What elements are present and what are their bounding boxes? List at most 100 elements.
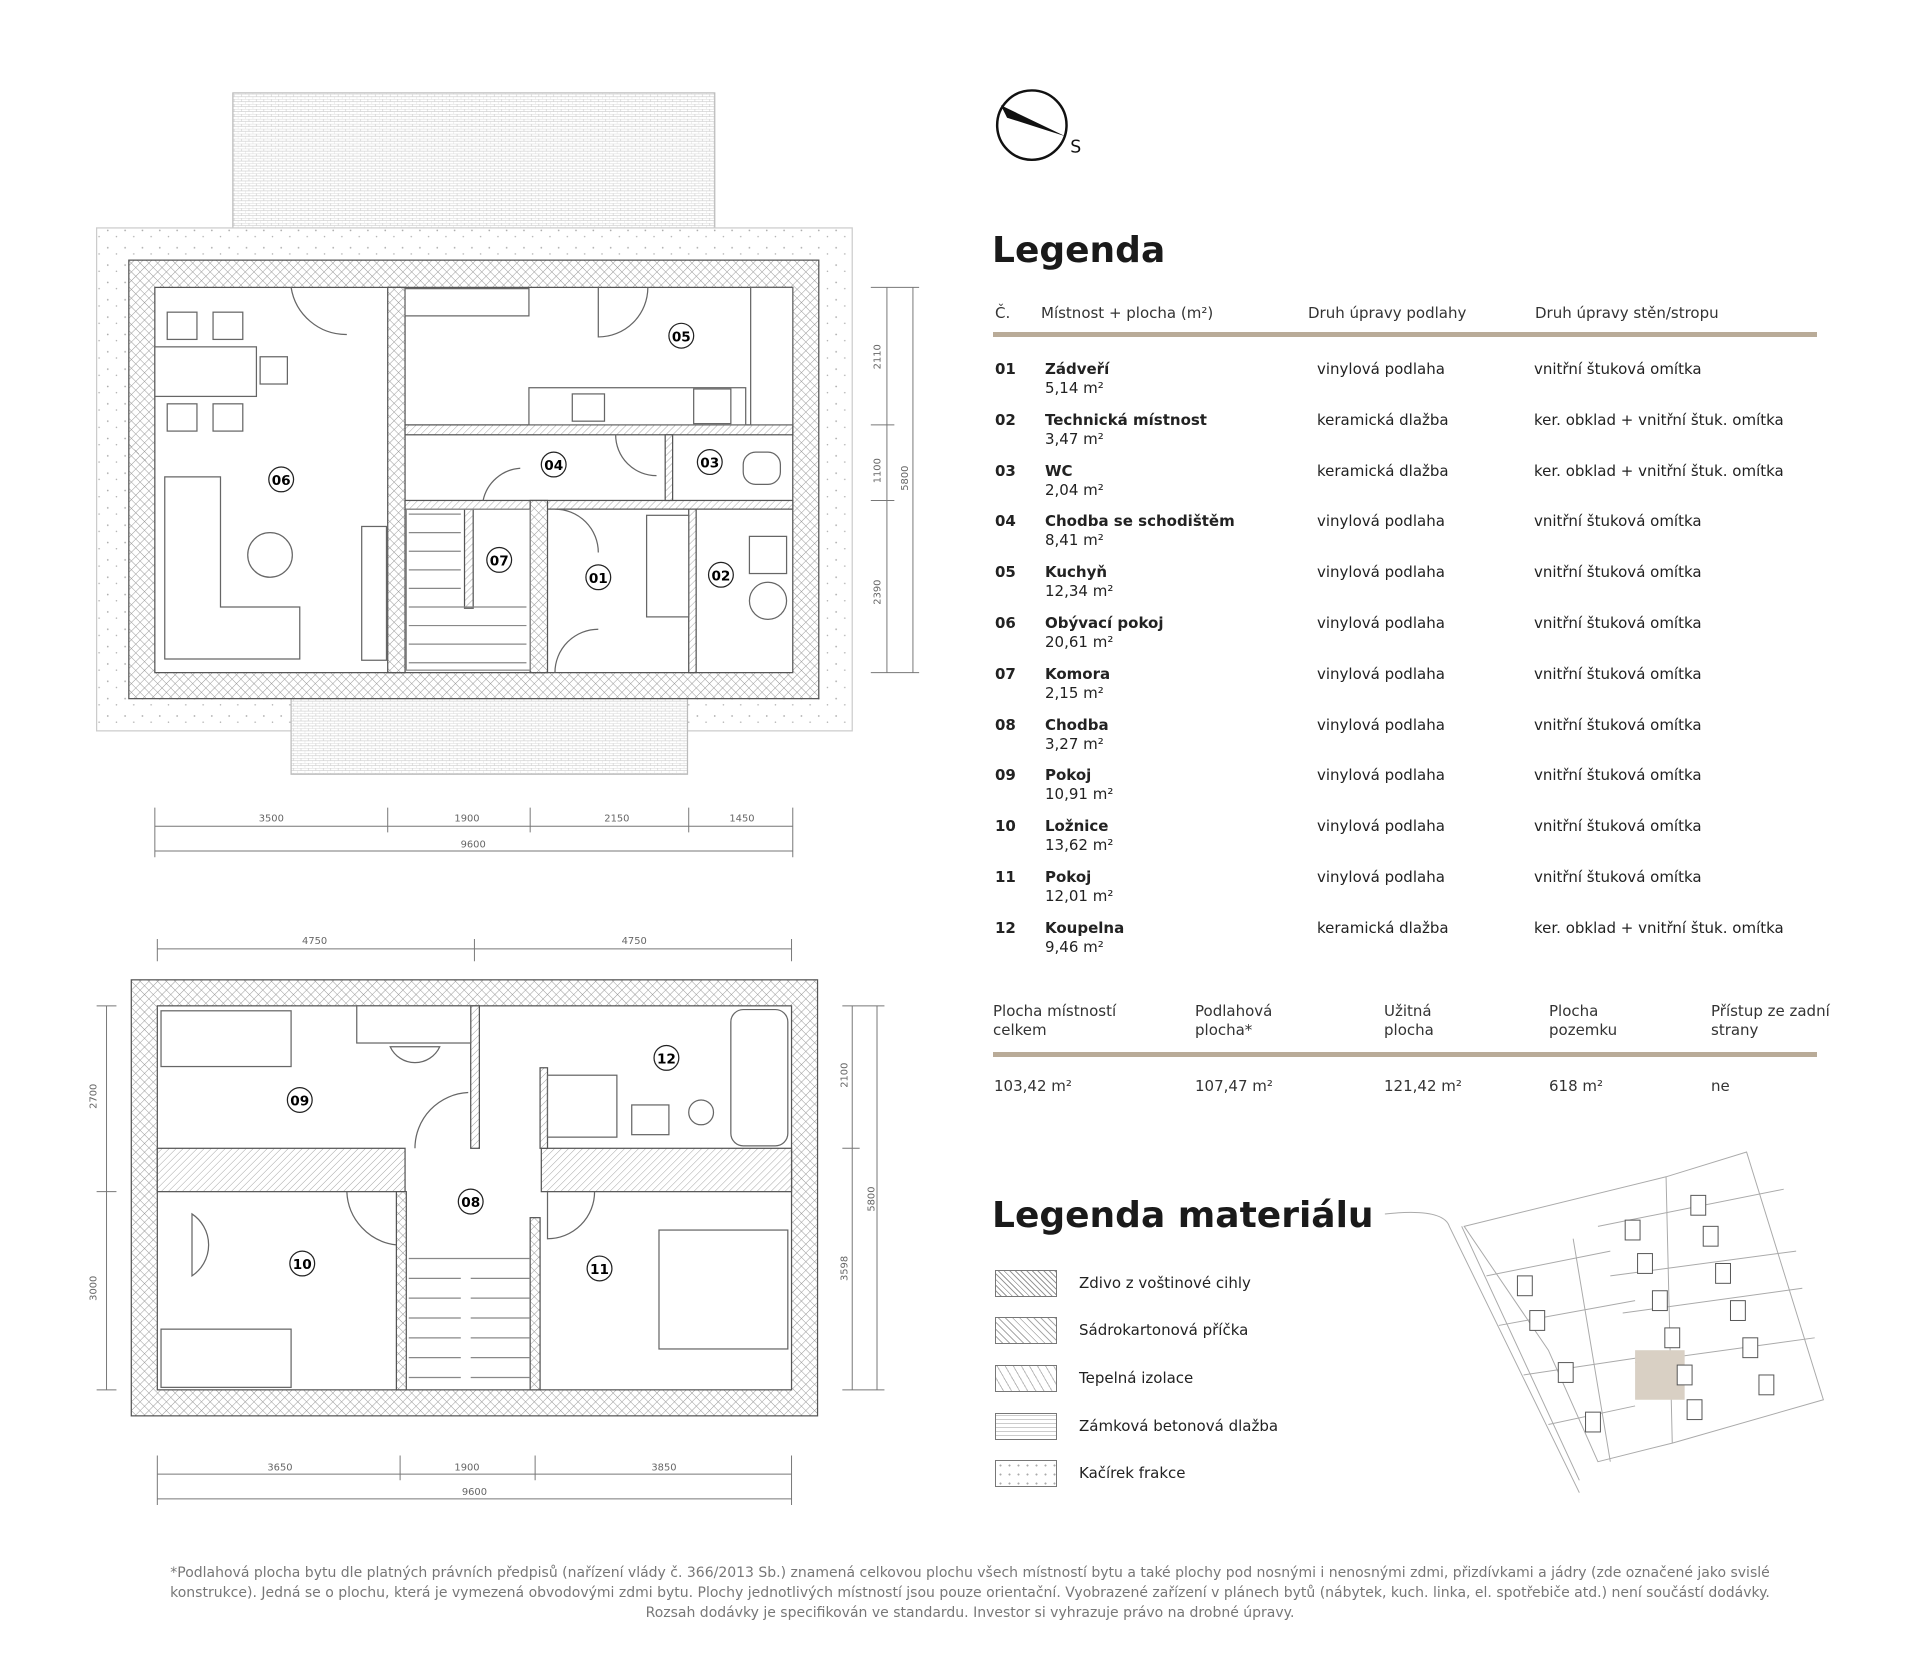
summary-header: Podlahová plocha* xyxy=(1195,1002,1273,1039)
wall-finish: vnitřní štuková omítka xyxy=(1534,360,1702,378)
room-tag: 11 xyxy=(586,1255,613,1282)
room-name: Pokoj xyxy=(1045,766,1092,785)
room-tag: 10 xyxy=(289,1250,316,1277)
footnote: *Podlahová plocha bytu dle platných práv… xyxy=(170,1565,1770,1621)
floor-finish: vinylová podlaha xyxy=(1317,766,1445,785)
highlighted-plot xyxy=(1635,1350,1685,1400)
wall-finish: ker. obklad + vnitřní štuk. omítka xyxy=(1534,410,1784,429)
floor-finish: keramická dlažba xyxy=(1317,410,1449,429)
room-area: 13,62 m² xyxy=(1045,836,1114,855)
floor-finish: vinylová podlaha xyxy=(1317,512,1445,531)
room-name: WC xyxy=(1045,461,1073,480)
wall-finish: ker. obklad + vnitřní štuk. omítka xyxy=(1534,461,1784,480)
room-number: 05 xyxy=(995,563,1016,582)
floor-finish: vinylová podlaha xyxy=(1317,614,1445,632)
floor-finish: vinylová podlaha xyxy=(1317,868,1445,886)
legend-header-floor: Druh úpravy podlahy xyxy=(1308,304,1467,322)
summary-header: Přístup ze zadní strany xyxy=(1711,1002,1830,1039)
room-area: 12,01 m² xyxy=(1045,887,1114,905)
site-location-map xyxy=(1384,1151,1825,1493)
svg-text:5800: 5800 xyxy=(900,466,911,491)
room-tag: 05 xyxy=(668,322,695,349)
floor-finish: vinylová podlaha xyxy=(1317,563,1445,582)
svg-text:2390: 2390 xyxy=(873,580,884,605)
room-area: 9,46 m² xyxy=(1045,937,1104,956)
room-name: Kuchyň xyxy=(1045,563,1108,582)
summary-divider xyxy=(993,1052,1817,1057)
room-area: 10,91 m² xyxy=(1045,785,1114,804)
floor-finish: keramická dlažba xyxy=(1317,918,1449,937)
svg-text:3500: 3500 xyxy=(259,813,284,824)
svg-text:5800: 5800 xyxy=(867,1186,878,1211)
paving-swatch xyxy=(995,1413,1057,1440)
summary-header: Plocha pozemku xyxy=(1549,1002,1618,1039)
room-tags-ground: 05 06 04 03 07 01 02 xyxy=(268,322,734,591)
room-name: Chodba xyxy=(1045,715,1109,734)
svg-text:1450: 1450 xyxy=(729,813,754,824)
wall-finish: vnitřní štuková omítka xyxy=(1534,563,1702,582)
svg-text:07: 07 xyxy=(490,553,509,569)
svg-text:1900: 1900 xyxy=(454,813,479,824)
wall-finish: vnitřní štuková omítka xyxy=(1534,868,1702,886)
room-name: Zádveří xyxy=(1045,360,1110,378)
svg-text:12: 12 xyxy=(657,1051,676,1067)
svg-text:1900: 1900 xyxy=(454,1462,479,1473)
room-tag: 09 xyxy=(286,1086,313,1113)
room-name: Koupelna xyxy=(1045,918,1125,937)
svg-text:S: S xyxy=(1070,137,1081,157)
room-number: 07 xyxy=(995,664,1016,683)
ground-floor-plan: 05 06 04 03 07 01 02 3500 1900 2150 1450… xyxy=(96,92,920,858)
brick-swatch xyxy=(995,1270,1057,1297)
svg-text:11: 11 xyxy=(590,1262,609,1278)
wall-finish: vnitřní štuková omítka xyxy=(1534,817,1702,836)
insulation-swatch xyxy=(995,1365,1057,1392)
wall-finish: vnitřní štuková omítka xyxy=(1534,715,1702,734)
wall-finish: vnitřní štuková omítka xyxy=(1534,664,1702,683)
svg-text:10: 10 xyxy=(293,1257,312,1273)
upper-floor-plan: 09 12 08 10 11 4750 4750 3650 1900 3850 … xyxy=(89,936,885,1506)
room-number: 12 xyxy=(995,918,1016,937)
room-area: 20,61 m² xyxy=(1045,633,1114,651)
svg-text:03: 03 xyxy=(700,456,719,472)
gravel-swatch xyxy=(995,1460,1057,1487)
legend-header-no: Č. xyxy=(995,304,1011,322)
legend-divider xyxy=(993,332,1817,337)
svg-text:09: 09 xyxy=(290,1094,309,1110)
svg-text:3850: 3850 xyxy=(651,1462,676,1473)
room-area: 3,47 m² xyxy=(1045,429,1104,448)
room-number: 03 xyxy=(995,461,1016,480)
svg-text:4750: 4750 xyxy=(622,936,647,947)
floor-finish: vinylová podlaha xyxy=(1317,360,1445,378)
legend-header-room: Místnost + plocha (m²) xyxy=(1041,304,1214,322)
room-number: 11 xyxy=(995,868,1016,886)
room-name: Pokoj xyxy=(1045,868,1092,886)
svg-text:2700: 2700 xyxy=(89,1084,100,1109)
room-number: 10 xyxy=(995,817,1016,836)
room-tag: 02 xyxy=(707,561,734,588)
summary-value: 107,47 m² xyxy=(1195,1077,1273,1095)
room-area: 8,41 m² xyxy=(1045,531,1104,550)
svg-text:2150: 2150 xyxy=(604,813,629,824)
wall-finish: ker. obklad + vnitřní štuk. omítka xyxy=(1534,918,1784,937)
room-tag: 12 xyxy=(653,1044,680,1071)
room-number: 01 xyxy=(995,360,1016,378)
room-name: Ložnice xyxy=(1045,817,1109,836)
room-area: 5,14 m² xyxy=(1045,379,1104,397)
room-number: 02 xyxy=(995,410,1016,429)
room-name: Chodba se schodištěm xyxy=(1045,512,1235,531)
wall-finish: vnitřní štuková omítka xyxy=(1534,512,1702,531)
room-number: 04 xyxy=(995,512,1016,531)
wall-finish: vnitřní štuková omítka xyxy=(1534,766,1702,785)
room-tags-upper: 09 12 08 10 11 xyxy=(286,1044,680,1282)
room-name: Technická místnost xyxy=(1045,410,1207,429)
svg-text:4750: 4750 xyxy=(302,936,327,947)
